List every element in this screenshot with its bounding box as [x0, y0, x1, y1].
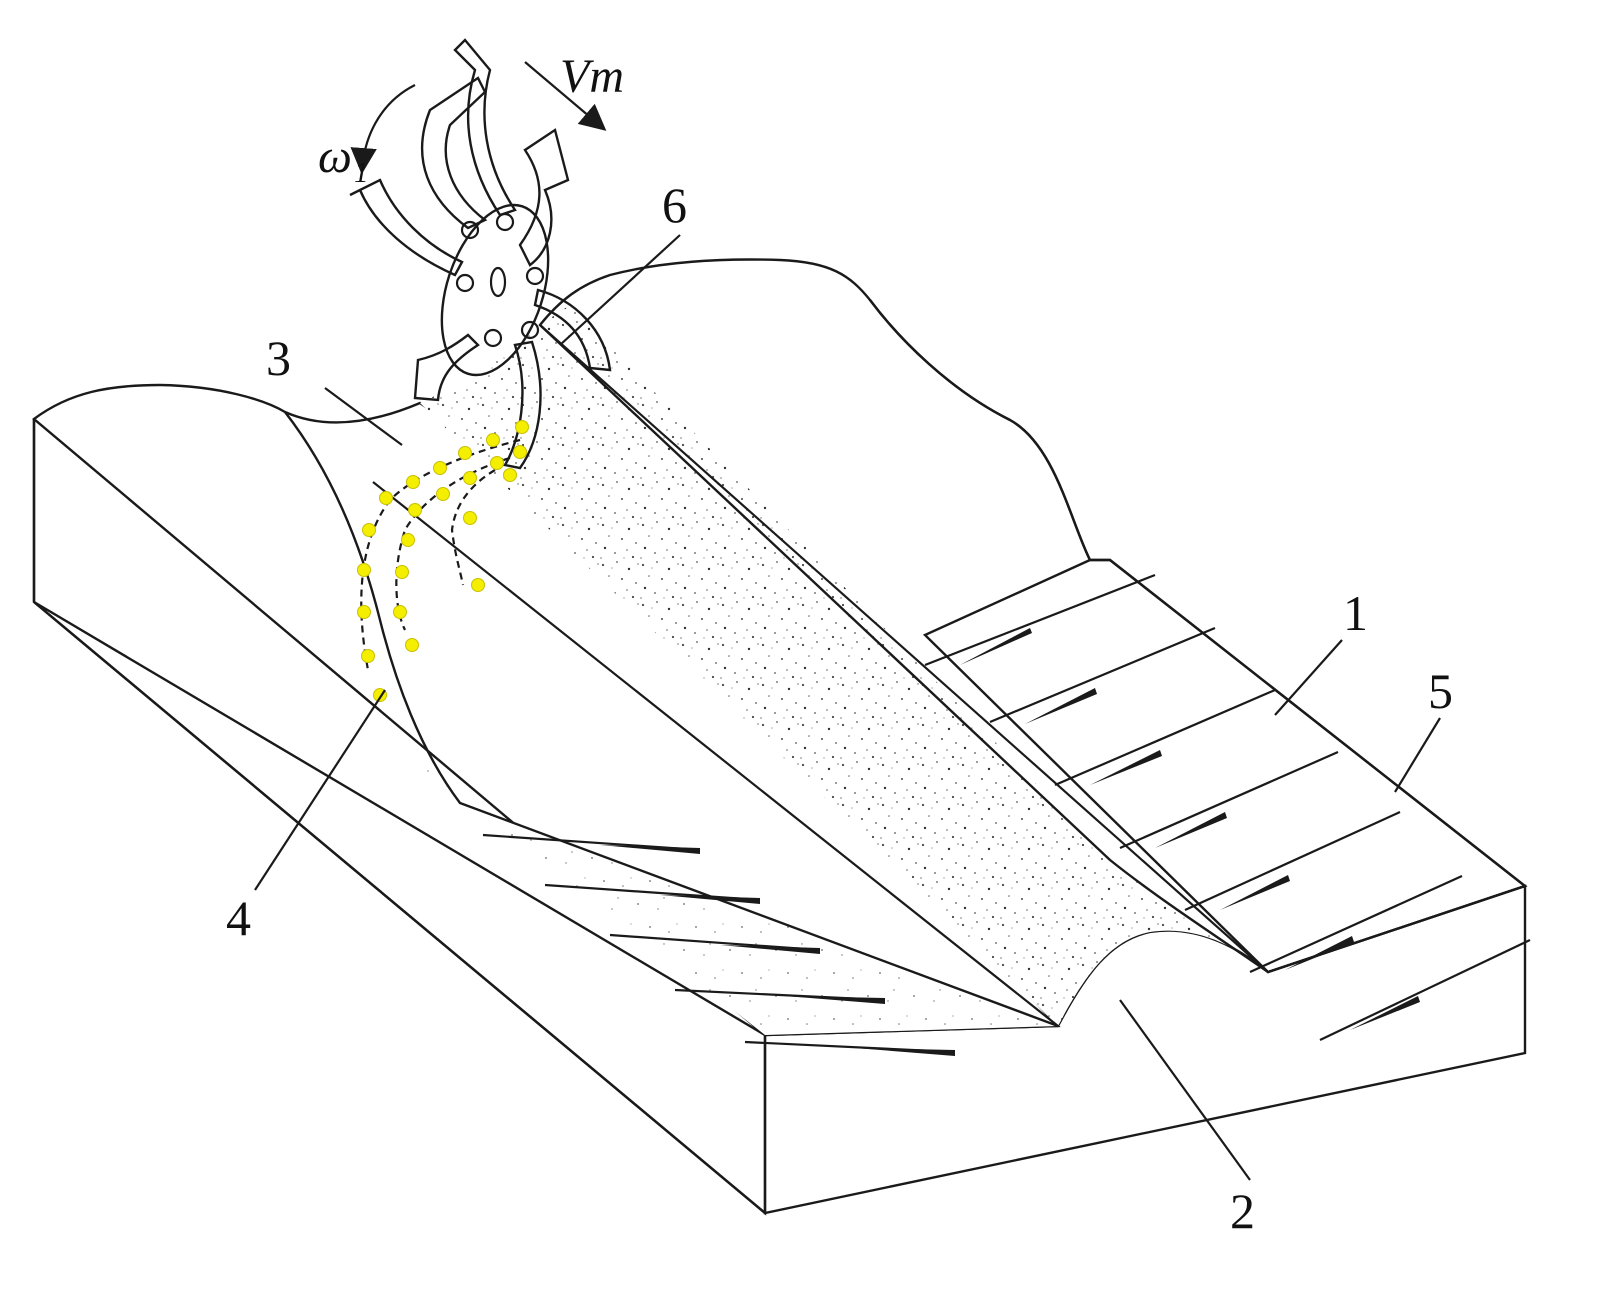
furrow-surface	[420, 305, 1268, 1026]
label-blade-trajectory: 3	[266, 330, 291, 386]
soil-particle	[393, 605, 407, 619]
soil-particle	[406, 475, 420, 489]
label-soil-particle: 4	[226, 890, 251, 946]
seed-strokes-right	[960, 628, 1420, 1030]
soil-particle	[463, 471, 477, 485]
left-ridge-surface	[32, 383, 1061, 1037]
soil-particle	[433, 461, 447, 475]
soil-particle	[486, 433, 500, 447]
soil-particle	[490, 456, 504, 470]
right-seedbed-strip	[922, 558, 1528, 974]
leader-lines	[254, 234, 1441, 1181]
soil-particle	[405, 638, 419, 652]
soil-particle	[401, 533, 415, 547]
forward-speed-indicator: Vm	[524, 50, 624, 131]
soil-particle	[436, 487, 450, 501]
blade-disc	[440, 203, 550, 377]
rotary-blade	[349, 38, 612, 470]
label-seedbed: 5	[1428, 663, 1453, 719]
soil-particle	[503, 468, 517, 482]
soil-particle	[408, 503, 422, 517]
left-seedbed-flat	[390, 740, 1058, 1035]
label-seed-belt: 1	[1343, 585, 1368, 641]
part-labels: 1 5 3 6 4 2	[226, 177, 1453, 1239]
soil-particle	[379, 491, 393, 505]
soil-particles	[357, 420, 529, 702]
seed-belt-lines	[924, 573, 1531, 1041]
soil-particle	[395, 565, 409, 579]
label-rotary-blade: 6	[662, 177, 687, 233]
soil-particle	[471, 578, 485, 592]
soil-particle	[515, 420, 529, 434]
label-furrow: 2	[1230, 1183, 1255, 1239]
forward-speed-label: Vm	[560, 50, 624, 103]
soil-particle	[357, 563, 371, 577]
soil-particle	[362, 523, 376, 537]
soil-particle	[458, 446, 472, 460]
soil-particle	[463, 511, 477, 525]
seed-strokes-left	[482, 833, 956, 1056]
soil-particle	[357, 605, 371, 619]
angular-speed-indicator: ω₁	[318, 84, 416, 183]
soil-particle	[361, 649, 375, 663]
soil-particle	[513, 445, 527, 459]
angular-speed-label: ω₁	[318, 130, 369, 183]
